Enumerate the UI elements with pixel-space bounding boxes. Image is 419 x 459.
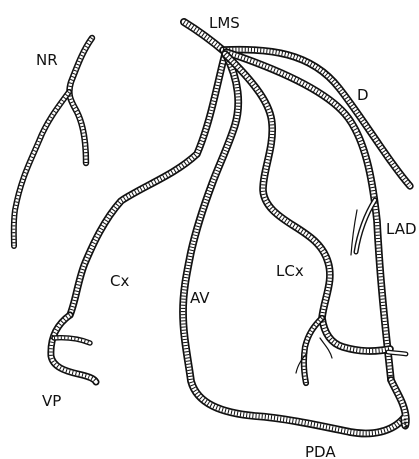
label-d: D — [357, 86, 369, 104]
label-lcx: LCx — [276, 262, 304, 280]
vessel-nr-branch — [14, 92, 69, 246]
vessel-cx — [70, 54, 225, 315]
vessel-vp-branch — [54, 338, 90, 343]
vessel-vp — [51, 315, 96, 382]
vessel-right-branch — [388, 352, 406, 354]
label-cx: Cx — [110, 272, 129, 290]
label-lms: LMS — [209, 14, 240, 32]
vessel-d — [223, 50, 410, 186]
label-vp: VP — [42, 392, 61, 410]
label-nr: NR — [36, 51, 58, 69]
vessel-nr — [69, 38, 92, 163]
vessel-lcx-branch — [304, 318, 322, 383]
label-pda: PDA — [305, 443, 336, 459]
label-av: AV — [190, 289, 210, 307]
vessel-lad-side-branch — [356, 200, 375, 252]
vessel-av — [183, 55, 404, 433]
label-lad: LAD — [386, 220, 417, 238]
